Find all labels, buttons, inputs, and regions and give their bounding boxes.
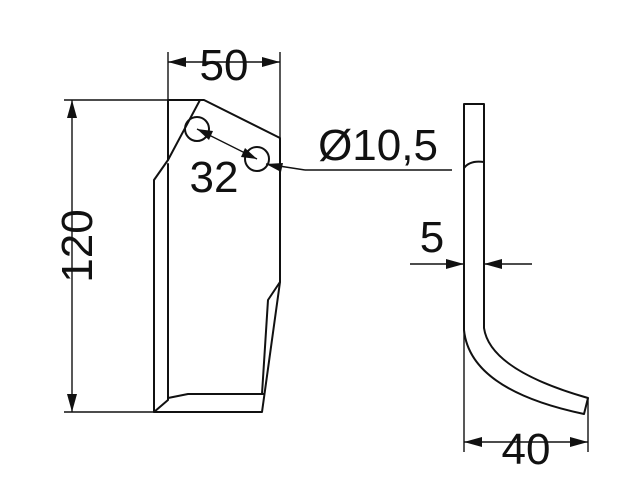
hole-spacing-label: 32 [190,153,239,202]
blade-bevel-right [261,281,281,395]
height-label: 120 [53,209,102,282]
dimension-hole-diameter: Ø10,5 [265,121,452,172]
blade-side-view [463,103,589,415]
thickness-label: 5 [420,213,444,262]
bend-offset-label: 40 [502,425,551,474]
side-profile-outline [463,103,589,415]
side-profile-inner-line [463,160,485,169]
mounting-hole-upper [184,116,210,142]
blade-bevel-left [153,163,169,413]
blade-outline [153,99,281,413]
dimension-height: 120 [53,99,204,413]
blade-front-view [153,99,281,413]
dimension-hole-spacing: 32 [190,128,258,202]
dimension-width-top: 50 [167,41,281,138]
blade-bevel-top [167,99,201,161]
dimension-thickness: 5 [410,213,532,269]
hole-diameter-label: Ø10,5 [318,121,438,170]
dimension-bend-offset: 40 [463,330,589,474]
width-top-label: 50 [200,41,249,90]
blade-bevel-bottom [167,393,265,399]
mounting-hole-lower [244,146,270,172]
